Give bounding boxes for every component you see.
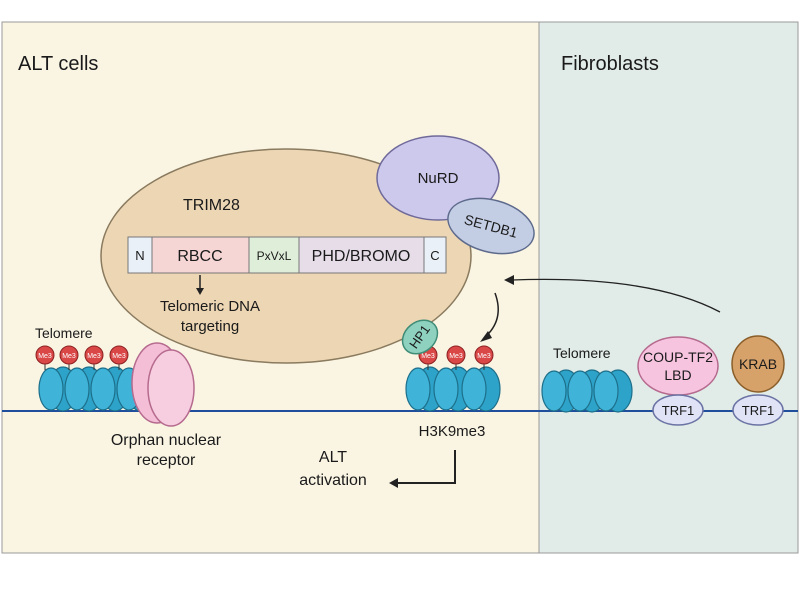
domain-rbcc [151, 236, 250, 274]
domain-n-label: N [135, 248, 144, 263]
targeting-arrow-head [196, 288, 204, 295]
setdb1-complex [447, 197, 535, 255]
trim28-title: TRIM28 [183, 197, 240, 214]
alt-label-1: ALT [319, 449, 347, 466]
me3-label: Me3 [38, 353, 52, 360]
krab-domain [731, 335, 785, 393]
coup-tf2-lbd [637, 336, 719, 396]
targeting-label-2: targeting [181, 318, 239, 335]
me3-label: Me3 [87, 353, 101, 360]
orphan-nuclear-receptor-shape [131, 342, 195, 427]
fibroblasts-panel [538, 21, 799, 554]
left-me3-marks: Me3 Me3 Me3 Me3 [35, 345, 129, 370]
fibroblast-to-trim28-arrow-head [504, 275, 514, 285]
alt-activation-arrow [398, 450, 456, 484]
coup-label-1: COUP-TF2 [643, 349, 713, 365]
hp1-protein [401, 319, 439, 355]
fibroblast-to-trim28-arrow [511, 278, 721, 313]
me3-label: Me3 [449, 353, 463, 360]
domain-c [423, 236, 447, 274]
domain-rbcc-label: RBCC [177, 248, 222, 265]
nurd-label: NuRD [418, 170, 459, 187]
trf1-right-label: TRF1 [742, 403, 775, 418]
orphan-label-1: Orphan nuclear [111, 432, 222, 449]
left-telomere-label: Telomere [35, 325, 93, 341]
setdb1-to-hp1-arrow-head [480, 331, 492, 342]
trf1-left [652, 394, 704, 426]
fibroblasts-title: Fibroblasts [561, 53, 659, 75]
trf1-left-label: TRF1 [662, 403, 695, 418]
me3-label: Me3 [477, 353, 491, 360]
nucleosome [593, 369, 633, 413]
me3-mark [84, 345, 104, 365]
nucleosome [461, 366, 501, 412]
me3-mark [35, 345, 55, 365]
alt-cells-title: ALT cells [18, 53, 98, 75]
me3-mark [474, 345, 494, 365]
me3-mark [109, 345, 129, 365]
alt-label-2: activation [299, 472, 367, 489]
alt-activation-arrow-head [389, 478, 398, 488]
krab-label: KRAB [739, 356, 777, 372]
domain-pxvxl-label: PxVxL [257, 249, 292, 263]
h3k9me3-label: H3K9me3 [419, 423, 486, 440]
domain-phd-bromo-label: PHD/BROMO [312, 248, 411, 265]
me3-label: Me3 [421, 353, 435, 360]
right-telomere-label: Telomere [553, 345, 611, 361]
right-nucleosomes [541, 369, 633, 413]
me3-mark [59, 345, 79, 365]
me3-label: Me3 [62, 353, 76, 360]
orphan-label-2: receptor [137, 452, 196, 469]
coup-label-2: LBD [664, 367, 691, 383]
domain-c-label: C [430, 248, 439, 263]
me3-label: Me3 [112, 353, 126, 360]
trf1-right [732, 394, 784, 426]
me3-mark [446, 345, 466, 365]
targeting-label-1: Telomeric DNA [160, 298, 260, 315]
h3k9me3-nucleosomes [405, 366, 501, 412]
